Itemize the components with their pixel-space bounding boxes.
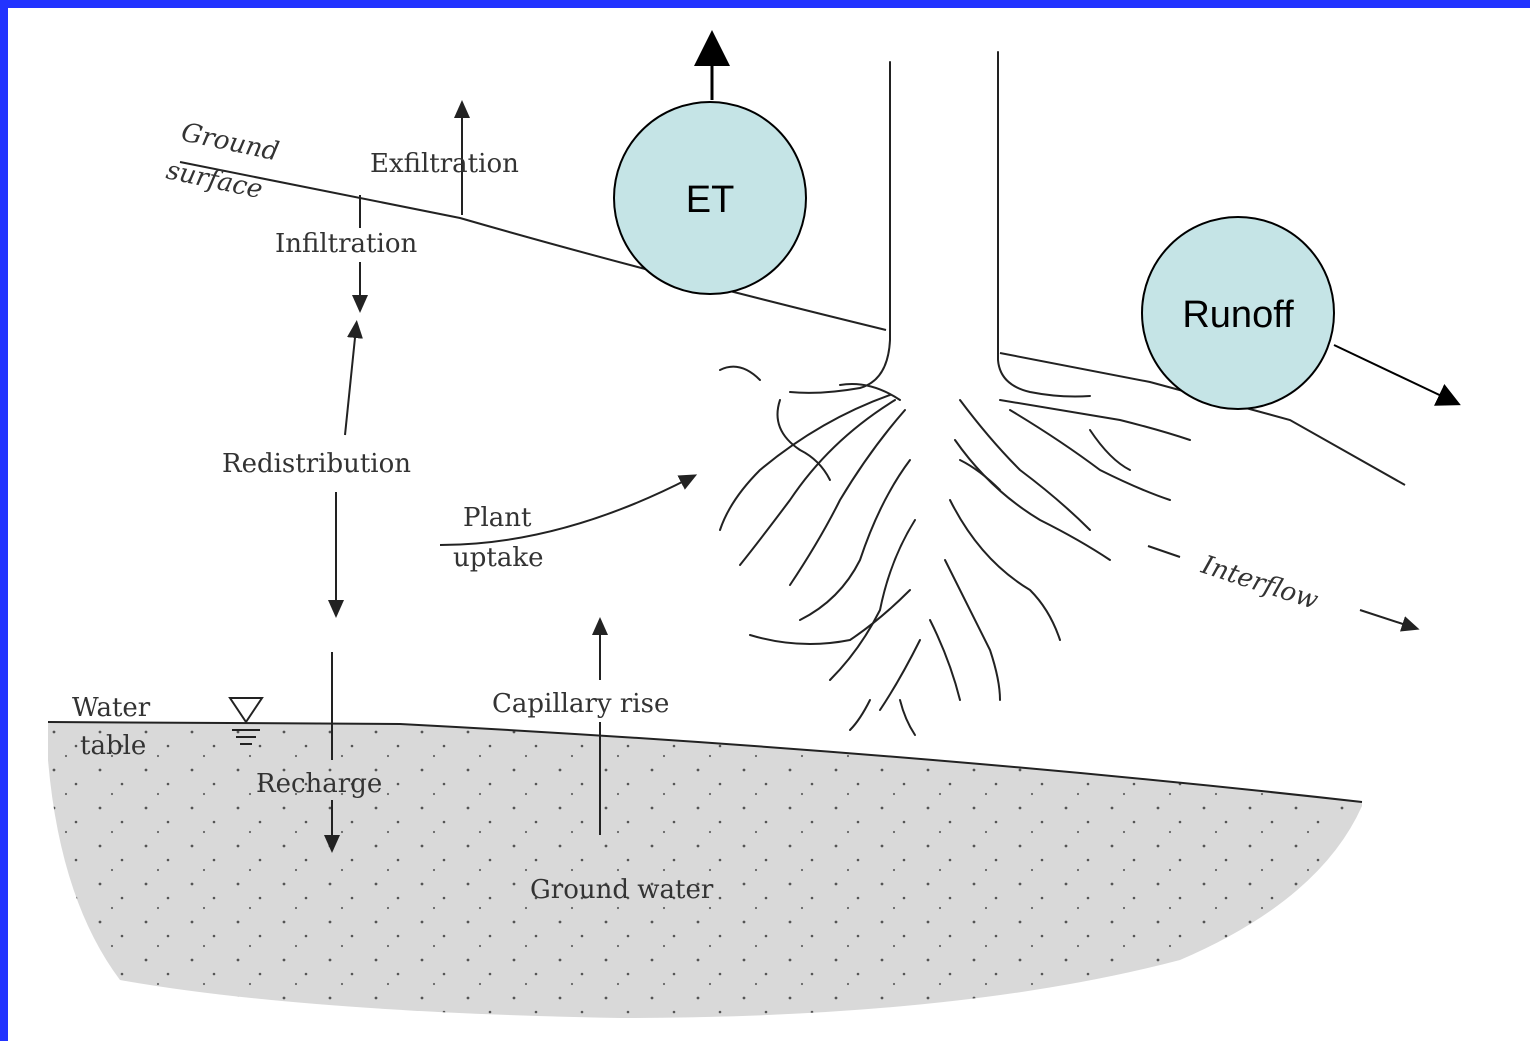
tree-trunk <box>790 62 890 393</box>
interflow-label: Interflow <box>1197 550 1322 616</box>
water-table-label-line1: Water <box>72 693 151 723</box>
runoff-label: Runoff <box>1182 294 1294 336</box>
water-table-label-line2: table <box>80 731 146 761</box>
exfiltration-label: Exfiltration <box>370 149 519 179</box>
ground-surface-label-line2: surface <box>164 156 266 206</box>
runoff-arrow <box>1334 345 1450 400</box>
ground-water-label: Ground water <box>530 875 714 905</box>
plant-uptake-label-line1: Plant <box>463 503 532 533</box>
capillary-rise-label: Capillary rise <box>492 689 669 719</box>
infiltration-label: Infiltration <box>275 229 417 259</box>
redistribution-arrow-up <box>345 328 356 435</box>
interflow-arrow-lead <box>1148 546 1180 557</box>
redistribution-label: Redistribution <box>222 449 411 479</box>
plant-uptake-label-line2: uptake <box>453 543 543 573</box>
interflow-arrow <box>1360 610 1412 627</box>
recharge-label: Recharge <box>256 769 382 799</box>
et-label: ET <box>686 179 735 221</box>
roots <box>720 367 1190 735</box>
